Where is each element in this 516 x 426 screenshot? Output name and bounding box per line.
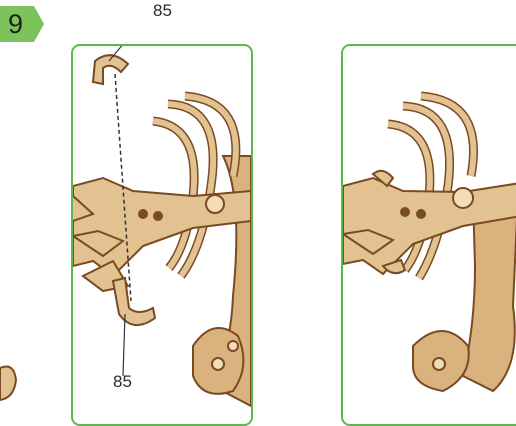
assembled-view-panel [341,44,516,426]
part-label-bottom: 85 [113,372,132,392]
ballista-model-icon [343,46,516,424]
partial-piece-icon [0,0,20,425]
part-label-top: 85 [153,1,172,21]
exploded-view-panel [71,44,253,426]
ballista-model-icon [73,46,251,424]
